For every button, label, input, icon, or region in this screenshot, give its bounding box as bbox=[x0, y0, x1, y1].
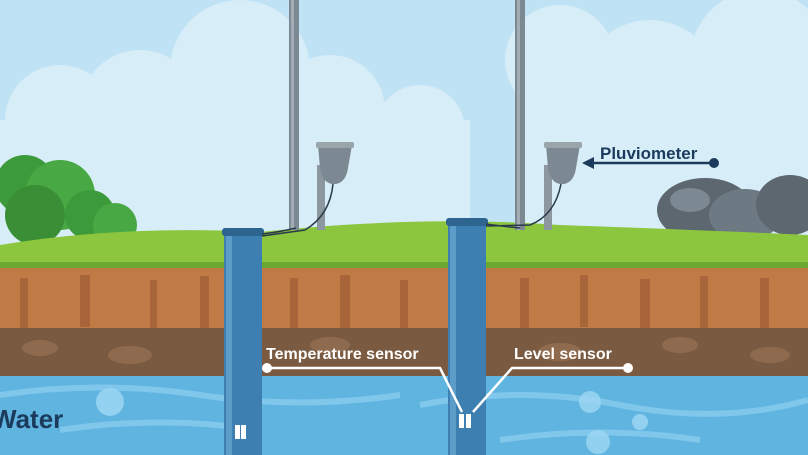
pluviometer-icon bbox=[544, 142, 582, 184]
pluviometer-callout: Pluviometer bbox=[582, 144, 719, 169]
monitoring-mast bbox=[289, 0, 325, 230]
temperature-sensor-callout: Temperature sensor bbox=[262, 346, 464, 413]
well-pipe-icon bbox=[222, 228, 264, 455]
level-sensor-label: Level sensor bbox=[514, 346, 612, 363]
pluviometer-icon bbox=[316, 142, 354, 184]
sensor-icon bbox=[235, 425, 246, 439]
water-label: Water bbox=[0, 404, 63, 434]
cloud-icon bbox=[0, 0, 808, 250]
monitoring-mast bbox=[515, 0, 552, 230]
level-sensor-callout: Level sensor bbox=[472, 346, 633, 413]
rock-icon bbox=[657, 175, 808, 242]
sensor-icon bbox=[459, 414, 471, 428]
pluviometer-label: Pluviometer bbox=[600, 144, 698, 163]
bush-icon bbox=[0, 155, 137, 247]
grass-layer bbox=[0, 221, 808, 272]
temperature-sensor-label: Temperature sensor bbox=[266, 346, 419, 363]
